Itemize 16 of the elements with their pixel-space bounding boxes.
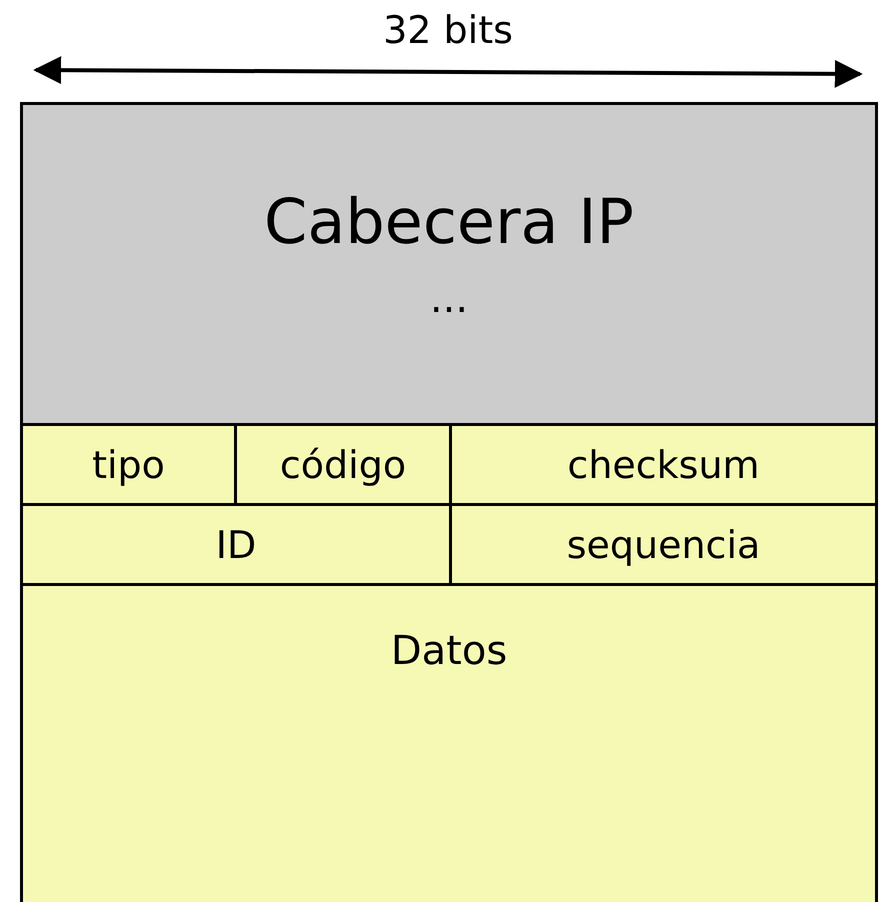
field-name: código [280,442,406,486]
header-title: Cabecera IP [264,185,634,258]
field-name: checksum [567,442,760,486]
field-cell [449,503,878,586]
data-block [20,583,878,902]
ellipsis-text: ... [430,276,468,322]
field-name: sequencia [566,522,760,566]
field-cell [20,423,237,506]
field-name: ID [216,522,256,566]
field-cell [234,423,452,506]
field-name: tipo [92,442,165,486]
field-name: Datos [390,628,508,674]
header-block [20,102,878,426]
dimension-label: 32 bits [383,8,513,52]
field-cell [20,503,452,586]
field-cell [449,423,878,506]
